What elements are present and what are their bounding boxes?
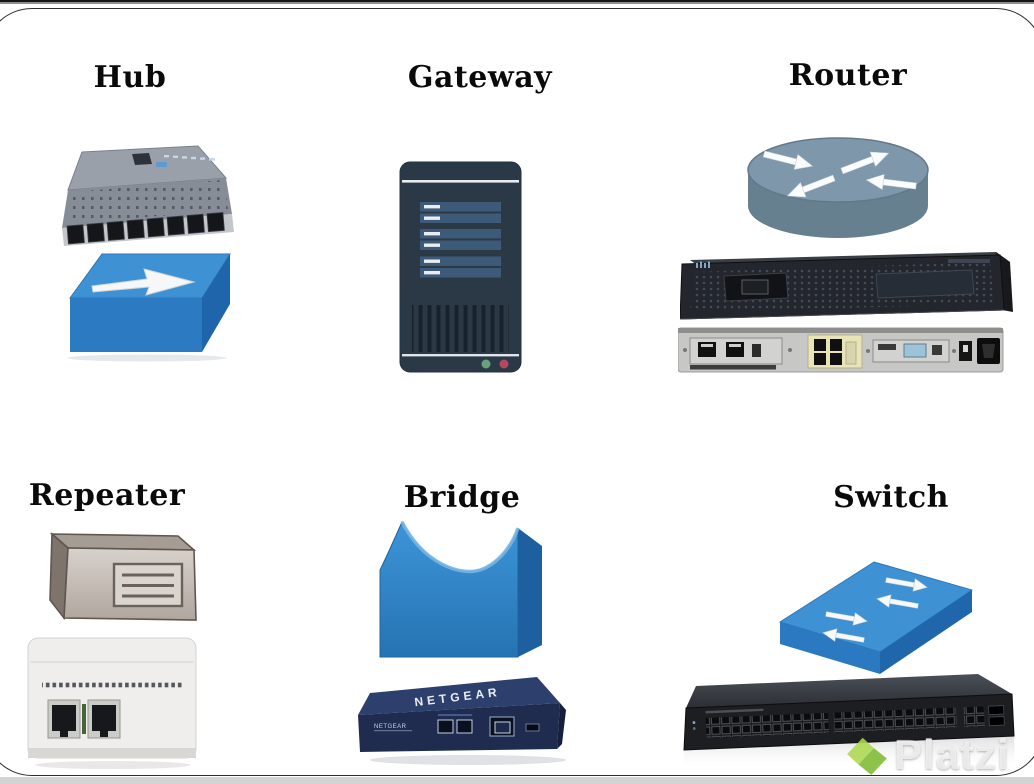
gateway-bottom-line	[402, 354, 519, 357]
repeater-label: Repeater	[28, 478, 186, 513]
repeater-symbol-lines	[122, 573, 174, 598]
bridge-photo-brand-front: NETGEAR	[374, 724, 407, 730]
gateway-symbol	[399, 161, 522, 373]
router-rear-slot	[690, 365, 776, 370]
router-power-inlet	[741, 279, 769, 295]
hub-photo-logo	[156, 162, 167, 167]
bridge-symbol-side	[518, 528, 542, 657]
repeater-symbol	[49, 532, 197, 621]
bridge-photo-label-line	[374, 730, 412, 732]
switch-symbol	[778, 561, 974, 674]
gateway-vent-slats	[412, 305, 509, 352]
bridge-photo-top	[358, 677, 560, 715]
gateway-drive-bays	[420, 202, 501, 278]
router-power-socket-inner	[982, 344, 995, 358]
bridge-symbol	[379, 520, 542, 658]
repeater-photo-shadow	[35, 761, 191, 769]
bridge-photo: NETGEAR NETGEAR	[358, 677, 566, 765]
gateway-led-green	[481, 359, 491, 369]
cisco-logo	[696, 261, 710, 268]
bridge-symbol-front	[379, 520, 519, 658]
hub-photo-ports	[66, 211, 225, 245]
hub-symbol	[67, 253, 231, 362]
router-rear-rj45-ports	[698, 342, 761, 357]
hub-label: Hub	[93, 60, 167, 95]
router-rear-top-edge	[678, 328, 1003, 333]
hub-photo-vents	[66, 180, 228, 224]
repeater-photo-pcb	[82, 704, 86, 734]
router-front-photo	[680, 252, 1013, 320]
bridge-photo-shadow	[370, 755, 566, 765]
watermark-brand: Platzi	[894, 731, 1010, 778]
router-label: Router	[788, 58, 908, 93]
switch-label: Switch	[833, 480, 949, 515]
router-rear-photo	[678, 327, 1004, 373]
hub-symbol-shadow	[67, 354, 227, 362]
slide-border	[0, 8, 1034, 776]
repeater-photo	[27, 637, 197, 769]
repeater-photo-base	[28, 748, 196, 758]
router-grille-door	[875, 269, 975, 299]
router-symbol	[747, 137, 929, 238]
switch-symbol-front	[780, 622, 880, 674]
hub-symbol-arrow-icon	[91, 268, 196, 296]
router-rear-screws	[683, 348, 956, 353]
bridge-symbol-curve-highlight	[400, 521, 520, 574]
watermark: Platzi	[842, 728, 1034, 782]
bottom-edge-strip	[0, 777, 1034, 784]
router-rear-wic-details	[878, 343, 942, 358]
router-rear-eth-ports	[814, 339, 857, 365]
repeater-photo-body	[27, 637, 197, 759]
switch-photo-top	[686, 674, 1012, 708]
router-cylinder-side	[748, 170, 928, 238]
repeater-photo-port-1	[47, 699, 81, 739]
gateway-top-line	[402, 180, 519, 183]
gateway-label: Gateway	[407, 60, 553, 95]
hub-photo-leds	[164, 155, 215, 161]
hub-photo	[62, 145, 234, 246]
hub-photo-display	[132, 153, 152, 165]
router-front-bottom-edge	[680, 309, 1005, 320]
bridge-label: Bridge	[403, 480, 521, 515]
hub-symbol-front	[70, 298, 202, 352]
top-edge-line	[0, 0, 1034, 2]
router-power-switch-rocker	[963, 345, 968, 352]
bridge-photo-ports	[437, 714, 540, 737]
hub-symbol-side	[202, 254, 230, 352]
router-cylinder-top	[747, 137, 929, 203]
top-edge-shadow	[0, 2, 1034, 4]
repeater-photo-port-2	[87, 699, 121, 739]
bridge-photo-side	[557, 703, 566, 749]
platzi-logo-icon	[847, 737, 887, 775]
router-model-text	[948, 259, 990, 263]
repeater-photo-vents	[42, 682, 182, 691]
gateway-led-red	[499, 359, 509, 369]
switch-photo-ports	[692, 705, 1005, 739]
switch-symbol-side	[880, 590, 972, 674]
